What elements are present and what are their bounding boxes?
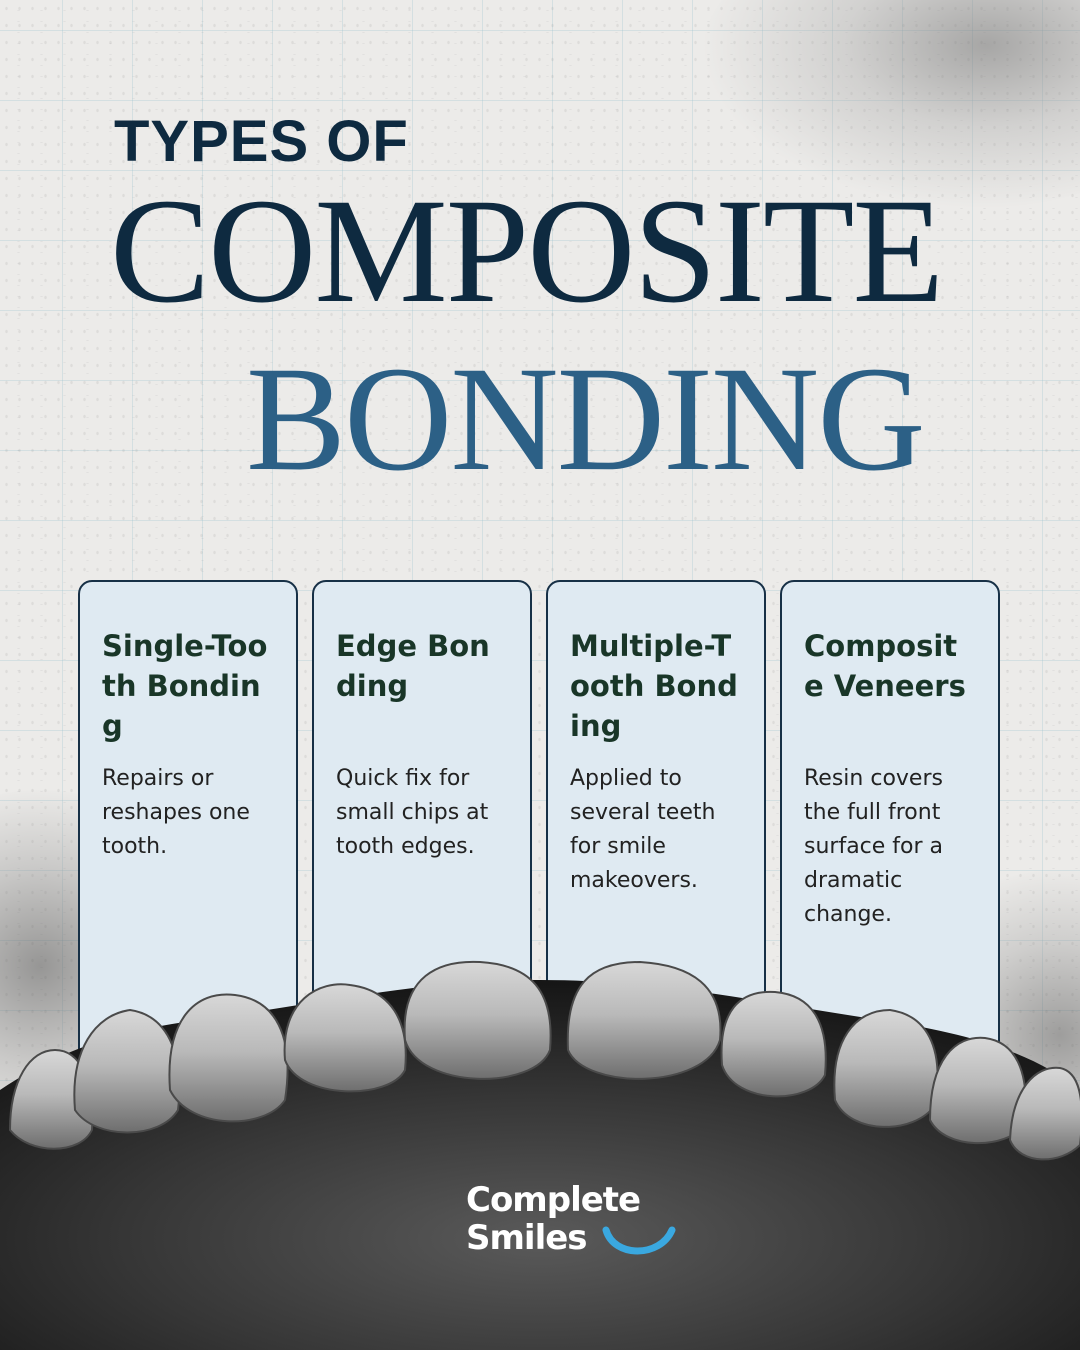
logo-text-line1: Complete bbox=[466, 1180, 641, 1220]
complete-smiles-logo: Complete Smiles bbox=[460, 1180, 700, 1270]
card-description: Applied to several teeth for smile makeo… bbox=[570, 766, 716, 893]
logo-text-line2: Smiles bbox=[466, 1218, 588, 1258]
card-description: Quick fix for small chips at tooth edges… bbox=[336, 766, 489, 859]
title-bonding: BONDING bbox=[246, 336, 926, 502]
title-composite: COMPOSITE bbox=[110, 168, 944, 334]
card-title: Single-Tooth Bonding bbox=[102, 629, 268, 743]
smile-icon bbox=[602, 1226, 676, 1255]
card-description: Repairs or reshapes one tooth. bbox=[102, 766, 250, 859]
card-title: Composite Veneers bbox=[804, 629, 966, 703]
card-description: Resin covers the full front surface for … bbox=[804, 766, 944, 927]
card-title: Edge Bonding bbox=[336, 629, 490, 703]
card-title: Multiple-Tooth Bonding bbox=[570, 629, 738, 743]
title-types-of: TYPES OF bbox=[114, 109, 409, 174]
lower-teeth-image bbox=[0, 960, 1080, 1350]
